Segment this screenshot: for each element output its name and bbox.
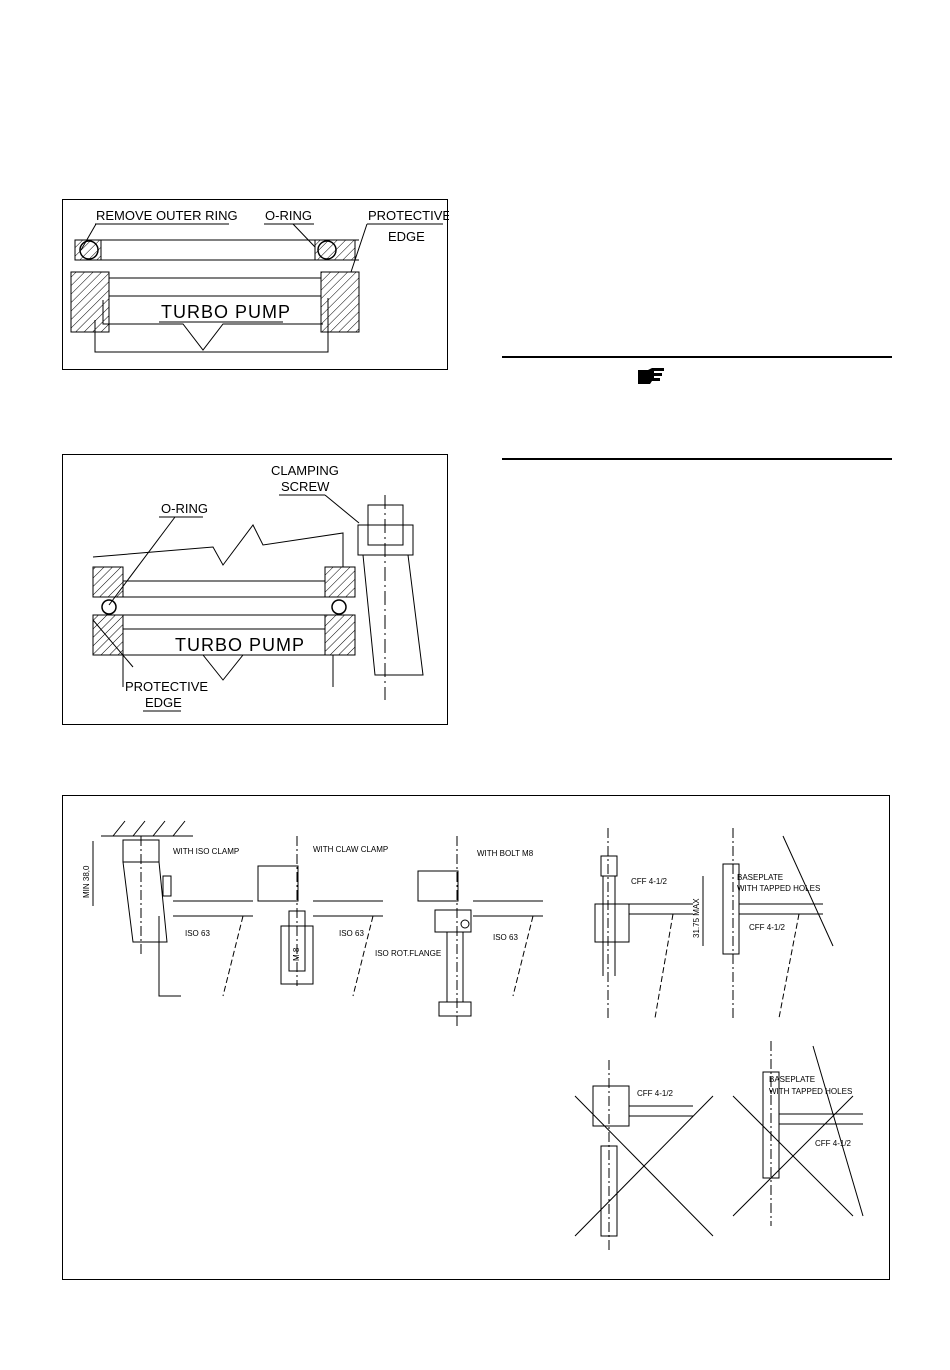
label-m8: M 8: [292, 947, 301, 961]
figure-3-drawing: MIN 38,0 WITH ISO CLAMP ISO 63 WITH CLAW…: [63, 796, 891, 1281]
label-edge-2: EDGE: [145, 695, 182, 710]
figure-mounting-options: MIN 38,0 WITH ISO CLAMP ISO 63 WITH CLAW…: [62, 795, 890, 1280]
label-cff-a: CFF 4-1/2: [631, 877, 668, 886]
label-o-ring: O-RING: [265, 208, 312, 223]
label-iso-rot-flange: ISO ROT.FLANGE: [375, 949, 441, 958]
label-with-iso-clamp: WITH ISO CLAMP: [173, 847, 239, 856]
label-min-38: MIN 38,0: [82, 865, 91, 898]
figure-remove-outer-ring: REMOVE OUTER RING O-RING PROTECTIVE EDGE…: [62, 199, 448, 370]
label-cff-b: CFF 4-1/2: [749, 923, 786, 932]
label-clamping: CLAMPING: [271, 463, 339, 478]
label-iso63-c: ISO 63: [493, 933, 518, 942]
note-bottom-rule: [502, 458, 892, 460]
label-iso63-a: ISO 63: [185, 929, 210, 938]
label-o-ring-2: O-RING: [161, 501, 208, 516]
label-max-31: 31.75 MAX: [692, 898, 701, 938]
label-tapped-b: WITH TAPPED HOLES: [769, 1087, 852, 1096]
label-protective: PROTECTIVE: [368, 208, 449, 223]
label-turbo-pump: TURBO PUMP: [161, 302, 291, 322]
label-cff-c: CFF 4-1/2: [637, 1089, 674, 1098]
label-turbo-pump-2: TURBO PUMP: [175, 635, 305, 655]
label-screw: SCREW: [281, 479, 330, 494]
note-top-rule: [502, 356, 892, 358]
label-baseplate-a: BASEPLATE: [737, 873, 783, 882]
label-cff-d: CFF 4-1/2: [815, 1139, 852, 1148]
figure-2-drawing: CLAMPING SCREW O-RING TURBO PUMP PROTECT…: [63, 455, 449, 726]
label-with-claw-clamp: WITH CLAW CLAMP: [313, 845, 388, 854]
label-protective-2: PROTECTIVE: [125, 679, 208, 694]
label-iso63-b: ISO 63: [339, 929, 364, 938]
label-edge: EDGE: [388, 229, 425, 244]
pointing-hand-icon: [636, 367, 666, 385]
figure-1-drawing: REMOVE OUTER RING O-RING PROTECTIVE EDGE…: [63, 200, 449, 371]
label-with-bolt-m8: WITH BOLT M8: [477, 849, 534, 858]
label-remove-outer-ring: REMOVE OUTER RING: [96, 208, 238, 223]
label-baseplate-b: BASEPLATE: [769, 1075, 815, 1084]
figure-clamping-screw: CLAMPING SCREW O-RING TURBO PUMP PROTECT…: [62, 454, 448, 725]
